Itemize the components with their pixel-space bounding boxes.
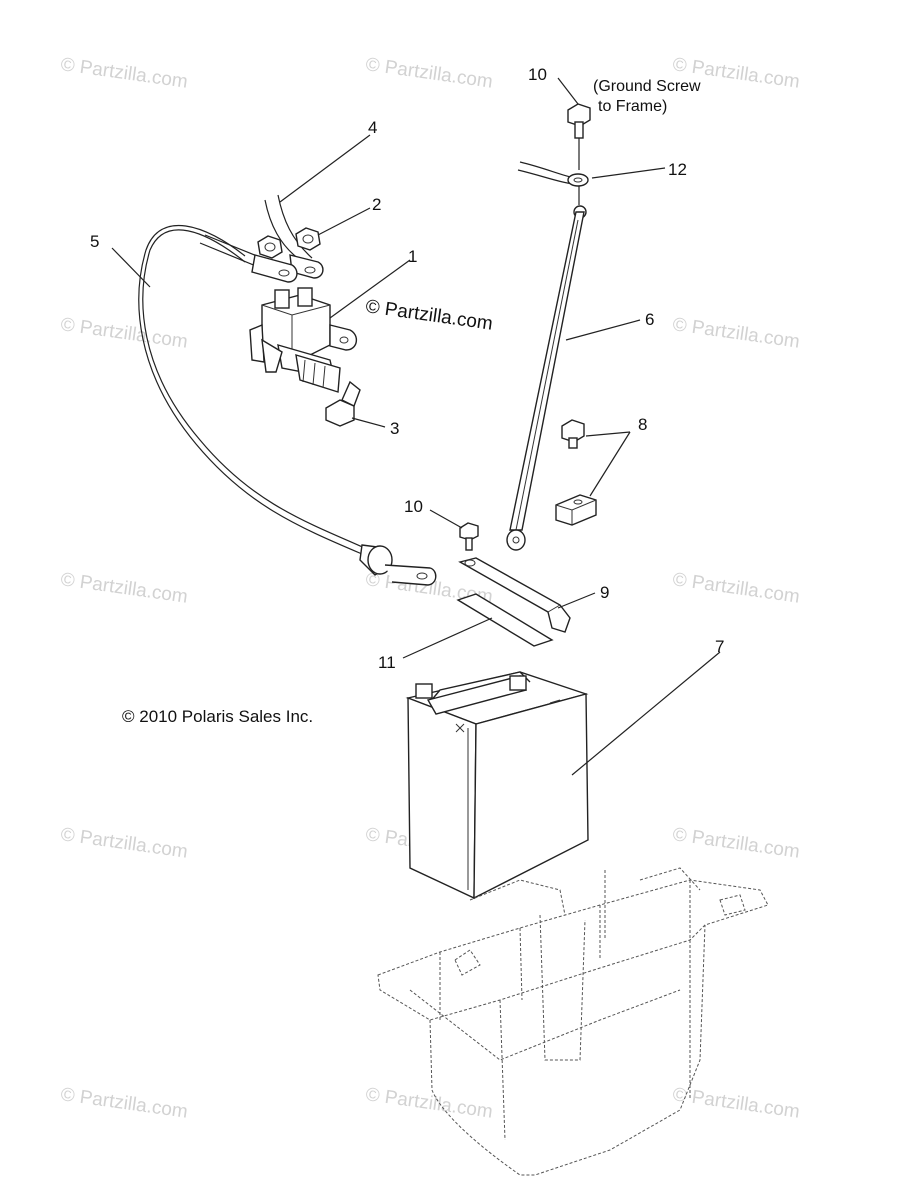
watermark: © Partzilla.com xyxy=(364,1084,494,1123)
leader-lines xyxy=(111,77,721,776)
ground-note-line-1: (Ground Screw xyxy=(593,78,701,95)
battery-7 xyxy=(405,671,589,900)
callout-9: 9 xyxy=(600,583,609,602)
bolt-3 xyxy=(325,380,361,427)
callout-11: 11 xyxy=(378,653,396,672)
callout-7: 7 xyxy=(715,637,724,656)
callout-12: 12 xyxy=(668,160,687,179)
callout-3: 3 xyxy=(390,419,399,438)
ground-screw-10 xyxy=(567,103,591,170)
cable-4 xyxy=(199,194,324,283)
callout-10-lower: 10 xyxy=(404,497,423,516)
callout-1: 1 xyxy=(408,247,417,266)
callouts: 1 2 3 4 5 6 7 8 9 10 10 11 12 xyxy=(90,65,724,672)
watermark: © Partzilla.com xyxy=(671,314,801,353)
pad-11 xyxy=(456,593,554,647)
watermark: © Partzilla.com xyxy=(671,824,801,863)
callout-10-upper: 10 xyxy=(528,65,547,84)
callout-8: 8 xyxy=(638,415,647,434)
watermark: © Partzilla.com xyxy=(59,824,189,863)
callout-2: 2 xyxy=(372,195,381,214)
watermark: © Partzilla.com xyxy=(59,1084,189,1123)
screw-10 xyxy=(459,522,479,551)
nuts-2 xyxy=(257,227,321,259)
ground-note: (Ground Screw to Frame) xyxy=(593,78,701,115)
callout-4: 4 xyxy=(368,118,377,137)
watermark: © Partzilla.com xyxy=(59,314,189,353)
battery-box xyxy=(377,867,769,1176)
cable-5 xyxy=(138,224,437,586)
watermark: © Partzilla.com xyxy=(59,54,189,93)
watermark: © Partzilla.com xyxy=(59,569,189,608)
watermark: © Partzilla.com xyxy=(671,1084,801,1123)
callout-6: 6 xyxy=(645,310,654,329)
callout-5: 5 xyxy=(90,232,99,251)
watermark: © Partzilla.com xyxy=(364,54,494,93)
watermark: © Partzilla.com xyxy=(671,569,801,608)
copyright-notice: © 2010 Polaris Sales Inc. xyxy=(122,707,313,726)
center-watermark: © Partzilla.com xyxy=(364,296,494,335)
strap-9 xyxy=(458,557,571,633)
ground-note-line-2: to Frame) xyxy=(598,98,667,115)
bolt-block-8 xyxy=(555,419,597,526)
terminal-12 xyxy=(517,161,589,205)
strap-6 xyxy=(506,205,587,551)
solenoid-1 xyxy=(249,287,357,393)
